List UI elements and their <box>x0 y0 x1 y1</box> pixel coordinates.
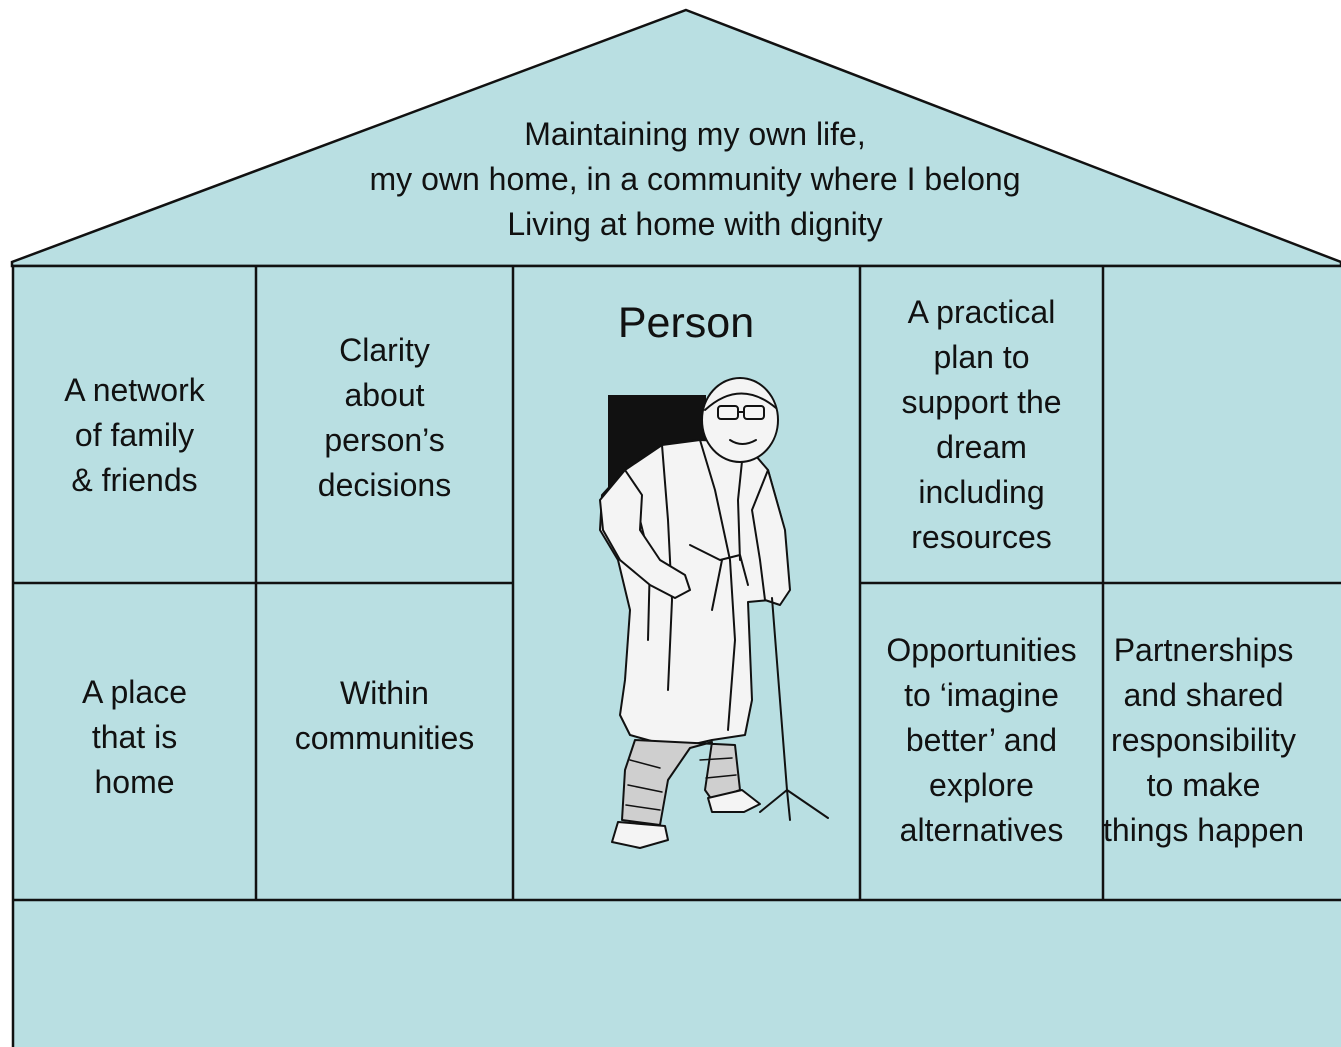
cell-communities: Within communities <box>294 675 475 756</box>
slipper <box>707 789 761 813</box>
cell-clarity: Clarity about person’s decisions <box>317 331 452 503</box>
roof-line-3: Living at home with dignity <box>507 206 883 242</box>
cell-partnerships: Partnerships and shared responsibility t… <box>1103 631 1305 848</box>
cell-place: A place that is home <box>82 674 187 800</box>
head <box>701 377 779 463</box>
roof-line-1: Maintaining my own life, <box>524 116 866 152</box>
roof-line-2: my own home, in a community where I belo… <box>369 161 1021 197</box>
cell-practical-plan: A practical plan to support the dream in… <box>901 294 1062 555</box>
person-title: Person <box>617 299 755 347</box>
slipper <box>611 821 669 849</box>
pajama-legs <box>621 739 741 826</box>
roof-caption: Maintaining my own life, my own home, in… <box>250 112 1140 247</box>
room-dividers <box>13 266 1341 902</box>
elderly-man-illustration <box>599 377 829 849</box>
cell-network: A network of family & friends <box>64 371 205 498</box>
cell-opportunities: Opportunities to ‘imagine better’ and ex… <box>886 631 1077 848</box>
